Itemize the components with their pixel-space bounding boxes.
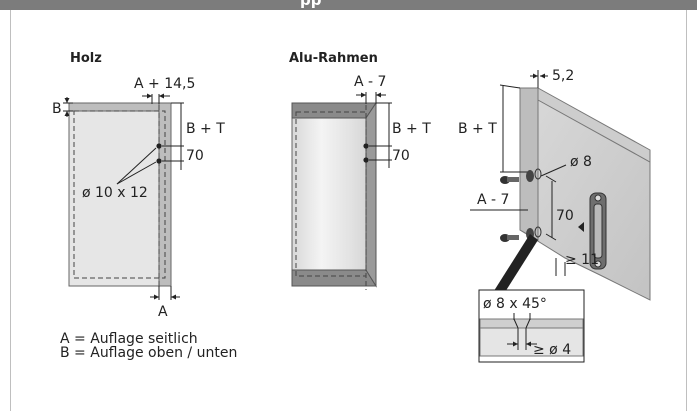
holz-bore-hole-bottom	[156, 158, 162, 164]
holz-label-70: 70	[186, 148, 204, 164]
holz-bore-leader-2	[116, 161, 157, 185]
detail-countersink-left	[513, 318, 519, 329]
alu-bore-hole-bottom	[363, 157, 369, 163]
holz-top-panel	[68, 102, 172, 112]
iso-label-a7: A - 7	[477, 192, 509, 208]
detail-label-o8: ø 8 x 45°	[483, 296, 547, 312]
alu-bore-hole-top	[363, 143, 369, 149]
iso-drawing: 5,2 B + T ø 8 A - 7	[458, 68, 651, 301]
iso-label-11: ≥ 11	[565, 252, 599, 268]
iso-screw-upper	[500, 168, 542, 184]
iso-arrow-marker	[578, 222, 584, 232]
header-bar: pp	[0, 0, 697, 10]
detail-countersink-right	[525, 318, 531, 329]
detail-plate-body	[479, 327, 584, 357]
detail-box: ø 8 x 45° ≥ ø 4	[478, 289, 585, 363]
holz-label-bore: ø 10 x 12	[82, 185, 148, 201]
alu-drawing: Alu-Rahmen A - 7 B + T 70	[289, 51, 431, 290]
alu-frame-top	[291, 102, 377, 119]
holz-title: Holz	[70, 51, 102, 66]
alu-label-a-offset: A - 7	[354, 74, 386, 90]
alu-title: Alu-Rahmen	[289, 51, 378, 66]
content-panel	[10, 10, 687, 411]
iso-label-70: 70	[556, 208, 574, 224]
iso-bt-ext-top	[499, 84, 521, 89]
alu-frame-side	[365, 101, 377, 288]
iso-70-ext-top	[545, 175, 557, 183]
holz-drawing: Holz A + 14,5 B	[52, 51, 225, 320]
detail-plate-top	[479, 318, 584, 329]
holz-bore-leader-1	[116, 147, 157, 185]
iso-70-ext-bottom	[545, 233, 557, 241]
holz-label-a: A	[158, 304, 168, 320]
iso-label-52: 5,2	[552, 68, 574, 84]
header-text: pp	[300, 0, 322, 9]
iso-label-o8: ø 8	[570, 154, 592, 170]
alu-frame-bottom	[291, 269, 377, 287]
iso-o8-leader	[540, 164, 567, 177]
legend-line-b: B = Auflage oben / unten	[60, 345, 237, 361]
iso-detail-wedge	[492, 234, 538, 300]
holz-label-a-offset: A + 14,5	[134, 76, 195, 92]
holz-label-bt: B + T	[186, 121, 225, 137]
iso-panel-top-edge	[537, 87, 651, 163]
alu-label-70: 70	[392, 148, 410, 164]
holz-door-outline	[73, 110, 166, 279]
holz-label-b: B	[52, 101, 62, 117]
legend: A = Auflage seitlich B = Auflage oben / …	[60, 331, 237, 361]
alu-cabinet	[291, 102, 377, 287]
legend-line-a: A = Auflage seitlich	[60, 331, 198, 347]
alu-label-bt: B + T	[392, 121, 431, 137]
iso-label-bt: B + T	[458, 121, 497, 137]
iso-handle	[589, 192, 607, 270]
iso-panel-edge	[519, 87, 539, 241]
holz-bore-hole-top	[156, 143, 162, 149]
holz-side-panel	[158, 102, 172, 287]
detail-label-o4: ≥ ø 4	[533, 342, 571, 358]
